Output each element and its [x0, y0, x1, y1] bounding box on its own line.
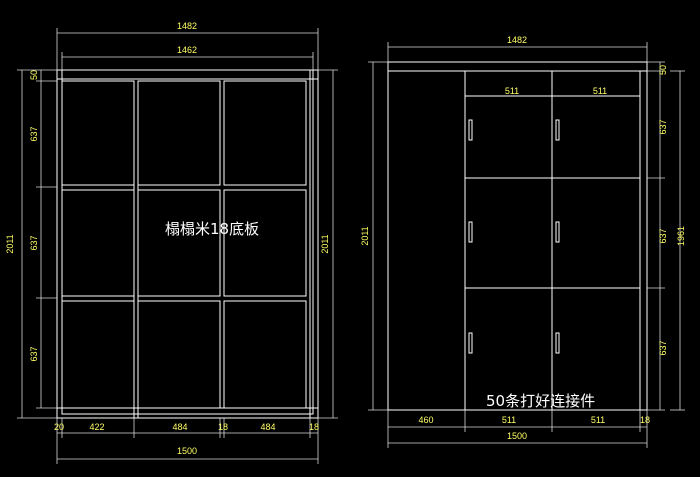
dim-height-left: 2011	[5, 234, 15, 253]
dim-bottom-5: 484	[260, 422, 275, 432]
handle-icon	[468, 221, 473, 243]
left-right-side-dimension: 2011	[318, 69, 338, 419]
right-note: 50条打好连接件	[486, 392, 595, 410]
dim-right-bottom-2: 511	[502, 415, 516, 425]
pane	[137, 80, 221, 186]
dim-height-right: 2011	[320, 234, 330, 253]
dim-right-rail: 50	[658, 65, 668, 75]
pane	[61, 300, 135, 409]
pane	[223, 80, 307, 186]
dim-bottom-1: 20	[54, 422, 64, 432]
dim-bottom-3: 484	[172, 422, 187, 432]
dim-row-1: 637	[29, 126, 39, 141]
left-side-dimensions: 2011 50 637 637 637	[5, 69, 57, 419]
dim-right-bottom-3: 511	[591, 415, 605, 425]
handle-icon	[468, 332, 473, 354]
left-inner-frame	[61, 69, 314, 415]
pane	[223, 189, 307, 297]
dim-right-top: 1482	[507, 35, 527, 45]
dim-right-row-2: 637	[658, 228, 668, 243]
dim-right-height-left: 2011	[360, 226, 370, 245]
dim-bottom-6: 18	[309, 422, 319, 432]
dim-top-rail: 50	[29, 70, 39, 80]
right-outer-frame	[387, 61, 648, 411]
dim-right-bottom-1: 460	[418, 415, 433, 425]
dim-door-left: 511	[505, 86, 519, 96]
pane	[137, 300, 221, 409]
handle-icon	[468, 119, 473, 141]
handle-icon	[555, 332, 560, 354]
left-outer-frame	[56, 69, 319, 419]
left-elevation: 1482 1462 2011 50 637 637 637	[5, 21, 338, 464]
dim-bottom-4: 18	[218, 422, 228, 432]
handle-icon	[555, 221, 560, 243]
right-bottom-dimensions: 460 511 511 18 1500	[387, 410, 650, 448]
dim-door-right: 511	[593, 86, 607, 96]
dim-bottom-total: 1500	[177, 446, 197, 456]
handle-icon	[555, 119, 560, 141]
right-left-dimension: 2011	[360, 61, 388, 411]
left-bottom-dimensions: 20 422 484 18 484 18 1500	[54, 418, 319, 464]
dim-right-height-right: 1961	[676, 226, 686, 246]
left-note: 榻榻米18底板	[165, 220, 259, 238]
pane	[137, 189, 221, 297]
dim-right-row-3: 637	[658, 340, 668, 355]
dim-top-outer: 1482	[177, 21, 197, 31]
dim-right-row-1: 637	[658, 119, 668, 134]
pane	[61, 189, 135, 297]
dim-right-bottom-total: 1500	[507, 431, 527, 441]
right-elevation: 1482 511 511 2011 50 637 637 637 1	[360, 35, 686, 448]
pane	[223, 300, 307, 409]
dim-row-3: 637	[29, 346, 39, 361]
dim-top-inner: 1462	[177, 45, 197, 55]
dim-row-2: 637	[29, 235, 39, 250]
pane	[61, 80, 135, 186]
dim-bottom-2: 422	[89, 422, 104, 432]
left-top-dimensions: 1482 1462	[56, 21, 319, 70]
right-side-dimensions: 50 637 637 637 1961	[647, 61, 686, 411]
dim-right-bottom-4: 18	[640, 415, 650, 425]
right-top-dimensions: 1482 511 511	[387, 35, 648, 96]
